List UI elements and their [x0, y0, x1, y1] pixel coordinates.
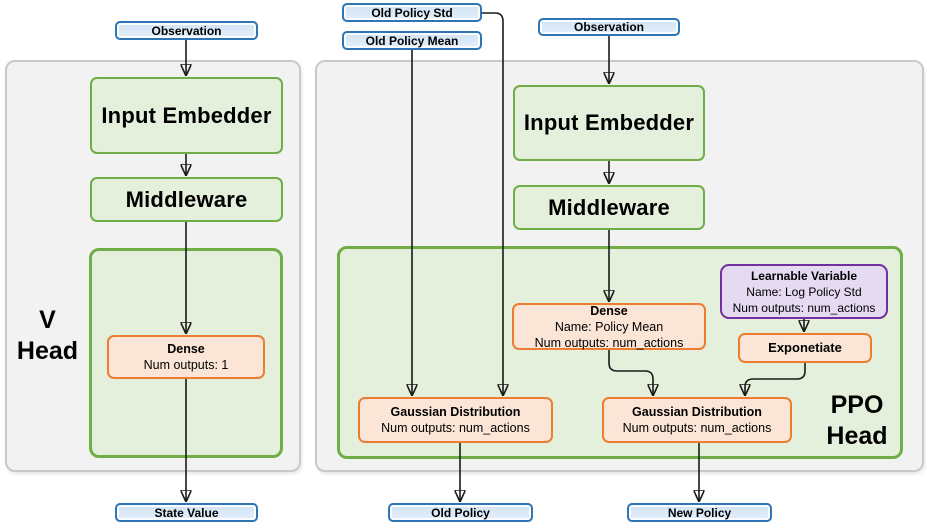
gaussian-old-title: Gaussian Distribution	[390, 405, 521, 419]
old-policy-mean-badge: Old Policy Mean	[342, 31, 482, 50]
gaussian-distribution-old-box: Gaussian Distribution Num outputs: num_a…	[358, 397, 553, 443]
v-head-label-line2: Head	[16, 337, 79, 365]
old-policy-std-badge: Old Policy Std	[342, 3, 482, 22]
middleware-right-box: Middleware	[513, 185, 705, 230]
dense-policy-mean-line2: Num outputs: num_actions	[534, 335, 684, 350]
learnable-variable-line2: Num outputs: num_actions	[732, 300, 876, 315]
learnable-variable-line1: Name: Log Policy Std	[746, 284, 862, 299]
observation-right-badge: Observation	[538, 18, 680, 36]
dense-v-line1: Num outputs: 1	[143, 358, 229, 372]
dense-v-box: Dense Num outputs: 1	[107, 335, 265, 379]
ppo-head-label-line1: PPO	[830, 391, 884, 419]
learnable-variable-title: Learnable Variable	[750, 268, 858, 283]
observation-left-badge: Observation	[115, 21, 258, 40]
input-embedder-left-box: Input Embedder	[90, 77, 283, 154]
gaussian-distribution-new-box: Gaussian Distribution Num outputs: num_a…	[602, 397, 792, 443]
exponetiate-label: Exponetiate	[768, 340, 842, 355]
dense-policy-mean-line1: Name: Policy Mean	[554, 319, 664, 334]
v-head-label: V Head	[5, 305, 90, 367]
dense-policy-mean-box: Dense Name: Policy Mean Num outputs: num…	[512, 303, 706, 350]
gaussian-new-line1: Num outputs: num_actions	[622, 421, 772, 435]
v-head-label-line1: V	[39, 306, 56, 334]
old-policy-badge: Old Policy	[388, 503, 533, 522]
exponetiate-box: Exponetiate	[738, 333, 872, 363]
gaussian-new-title: Gaussian Distribution	[632, 405, 762, 419]
dense-policy-mean-title: Dense	[590, 303, 628, 318]
input-embedder-right-box: Input Embedder	[513, 85, 705, 161]
ppo-head-label: PPO Head	[813, 390, 901, 452]
middleware-left-box: Middleware	[90, 177, 283, 222]
learnable-variable-box: Learnable Variable Name: Log Policy Std …	[720, 264, 888, 319]
state-value-badge: State Value	[115, 503, 258, 522]
new-policy-badge: New Policy	[627, 503, 772, 522]
gaussian-old-line1: Num outputs: num_actions	[381, 421, 530, 435]
dense-v-title: Dense	[167, 342, 205, 356]
ppo-head-label-line2: Head	[826, 422, 888, 450]
